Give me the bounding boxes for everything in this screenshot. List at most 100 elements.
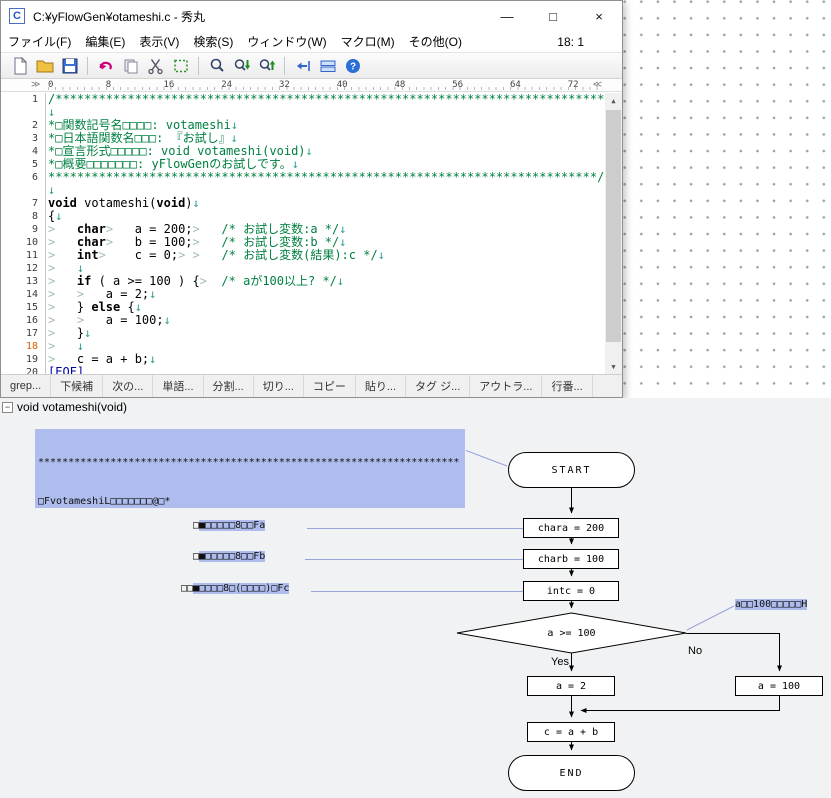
cut-button[interactable]: [143, 54, 168, 77]
scroll-up-arrow[interactable]: ▲: [611, 97, 616, 105]
code-line[interactable]: 15> } else {↓: [1, 301, 622, 314]
function-bar-button[interactable]: 貼り...: [356, 375, 407, 397]
ruler-left-mark: ≫: [31, 80, 41, 90]
flow-comment-label-a[interactable]: □■□□□□□8□□Fa: [193, 519, 266, 533]
ruler-ticks: [48, 87, 602, 90]
code-line[interactable]: 9> char> a = 200;> /* お試し変数:a */↓: [1, 223, 622, 236]
line-number: [1, 184, 45, 197]
function-bar-button[interactable]: アウトラ...: [470, 375, 543, 397]
line-number: 20: [25, 367, 38, 376]
paste-button[interactable]: [168, 54, 193, 77]
menu-item[interactable]: その他(O): [408, 35, 462, 49]
flow-node-assign-c[interactable]: intc = 0: [523, 581, 619, 601]
code-line[interactable]: 5*□概要□□□□□□□: yFlowGenのお試しです。↓: [1, 158, 622, 171]
open-folder-icon: [36, 60, 53, 72]
maximize-button[interactable]: □: [549, 8, 557, 24]
ruler-number: 72: [567, 80, 579, 90]
help-button[interactable]: ?: [340, 54, 365, 77]
toolbar: ?: [1, 52, 622, 79]
flow-node-start[interactable]: START: [508, 452, 635, 488]
edge-label-yes: Yes: [551, 656, 569, 668]
code-line[interactable]: ↓: [1, 184, 622, 197]
open-file-button[interactable]: [32, 54, 57, 77]
flow-comment-label-b[interactable]: □■□□□□□8□□Fb: [193, 550, 266, 564]
menu-item[interactable]: ウィンドウ(W): [247, 35, 327, 49]
function-bar-button[interactable]: コピー: [304, 375, 356, 397]
code-line[interactable]: 3*□日本語関数名□□□: 『お試し』↓: [1, 132, 622, 145]
code-line[interactable]: 18> ↓: [1, 340, 622, 353]
code-line[interactable]: ↓: [1, 106, 622, 119]
close-button[interactable]: ×: [595, 8, 603, 24]
code-line[interactable]: 1/**************************************…: [1, 93, 622, 106]
save-button[interactable]: [57, 54, 82, 77]
toolbar-separator: [87, 56, 88, 75]
scrollbar-thumb[interactable]: [606, 110, 621, 342]
search-next-button[interactable]: [229, 54, 254, 77]
code-line[interactable]: 8{↓: [1, 210, 622, 223]
new-file-icon: [14, 56, 27, 74]
code-line[interactable]: 16> > a = 100;↓: [1, 314, 622, 327]
code-line[interactable]: 20[EOF]: [1, 366, 622, 377]
label-prefix: □: [193, 551, 200, 562]
label-selected-text: ■□□□□□8□□Fb: [199, 551, 266, 562]
minimize-button[interactable]: —: [500, 8, 514, 24]
undo-button[interactable]: [93, 54, 118, 77]
code-line[interactable]: 12> ↓: [1, 262, 622, 275]
code-line[interactable]: 6***************************************…: [1, 171, 622, 184]
code-line[interactable]: 2*□関数記号名□□□□: votameshi↓: [1, 119, 622, 132]
code-line[interactable]: 10> char> b = 100;> /* お試し変数:b */↓: [1, 236, 622, 249]
function-bar-button[interactable]: 下候補: [51, 375, 104, 397]
menu-item[interactable]: ファイル(F): [8, 35, 72, 49]
code-line[interactable]: 19> c = a + b;↓: [1, 353, 622, 366]
flow-node-end[interactable]: END: [508, 755, 635, 791]
flow-comment-label-c[interactable]: □□■□□□□8□(□□□□)□Fc: [181, 582, 290, 596]
jump-back-button[interactable]: [290, 54, 315, 77]
flow-node-assign-b[interactable]: charb = 100: [523, 549, 619, 569]
code-line[interactable]: 17> }↓: [1, 327, 622, 340]
code-line[interactable]: 14> > a = 2;↓: [1, 288, 622, 301]
menu-item[interactable]: マクロ(M): [340, 35, 395, 49]
save-icon: [62, 58, 77, 73]
titlebar[interactable]: C C:¥yFlowGen¥otameshi.c - 秀丸 — □ ×: [1, 1, 622, 31]
compare-button[interactable]: [315, 54, 340, 77]
code-line[interactable]: 4*□宣言形式□□□□□: void votameshi(void)↓: [1, 145, 622, 158]
paste-icon: [173, 59, 188, 72]
menu-item[interactable]: 検索(S): [193, 35, 234, 49]
code-editor[interactable]: 1/**************************************…: [1, 93, 622, 376]
undo-icon: [99, 61, 112, 70]
code-line[interactable]: 13> if ( a >= 100 ) {> /* aが100以上? */↓: [1, 275, 622, 288]
flow-node-assign-a[interactable]: chara = 200: [523, 518, 619, 538]
search-prev-button[interactable]: [254, 54, 279, 77]
cut-icon: [147, 58, 163, 74]
line-number: 17: [25, 328, 38, 339]
scroll-down-arrow[interactable]: ▼: [611, 363, 616, 371]
flow-node-else[interactable]: a = 100: [735, 676, 823, 696]
function-bar-button[interactable]: 分割...: [204, 375, 254, 397]
function-bar: grep...下候補次の...単語...分割...切り...コピー貼り...タグ…: [1, 374, 622, 397]
selected-comment-block[interactable]: ****************************************…: [35, 429, 465, 508]
search-up-icon: [259, 58, 275, 71]
function-bar-button[interactable]: 単語...: [153, 375, 204, 397]
vertical-scrollbar[interactable]: ▲ ▼: [605, 93, 622, 376]
function-bar-button[interactable]: タグ ジ...: [406, 375, 471, 397]
flow-node-sum[interactable]: c = a + b: [527, 722, 615, 742]
function-bar-button[interactable]: 次の...: [103, 375, 154, 397]
flow-node-then[interactable]: a = 2: [527, 676, 615, 696]
function-bar-button[interactable]: grep...: [1, 375, 52, 397]
flow-comment-label-decision[interactable]: a□□100□□□□□H: [735, 598, 808, 612]
function-bar-button[interactable]: 行番...: [542, 375, 593, 397]
menu-item[interactable]: 表示(V): [139, 35, 180, 49]
new-file-button[interactable]: [7, 54, 32, 77]
decision-diamond[interactable]: [456, 612, 687, 654]
label-selected-text: ■□□□□□8□□Fa: [199, 520, 266, 531]
copy-button[interactable]: [118, 54, 143, 77]
search-down-icon: [234, 58, 250, 71]
edge-label-no: No: [688, 645, 703, 657]
search-button[interactable]: [204, 54, 229, 77]
code-line[interactable]: 11> int> c = 0;> > /* お試し変数(結果):c */↓: [1, 249, 622, 262]
svg-text:?: ?: [349, 61, 355, 72]
function-bar-button[interactable]: 切り...: [254, 375, 304, 397]
menu-item[interactable]: 編集(E): [85, 35, 126, 49]
collapse-toggle[interactable]: −: [2, 401, 13, 413]
